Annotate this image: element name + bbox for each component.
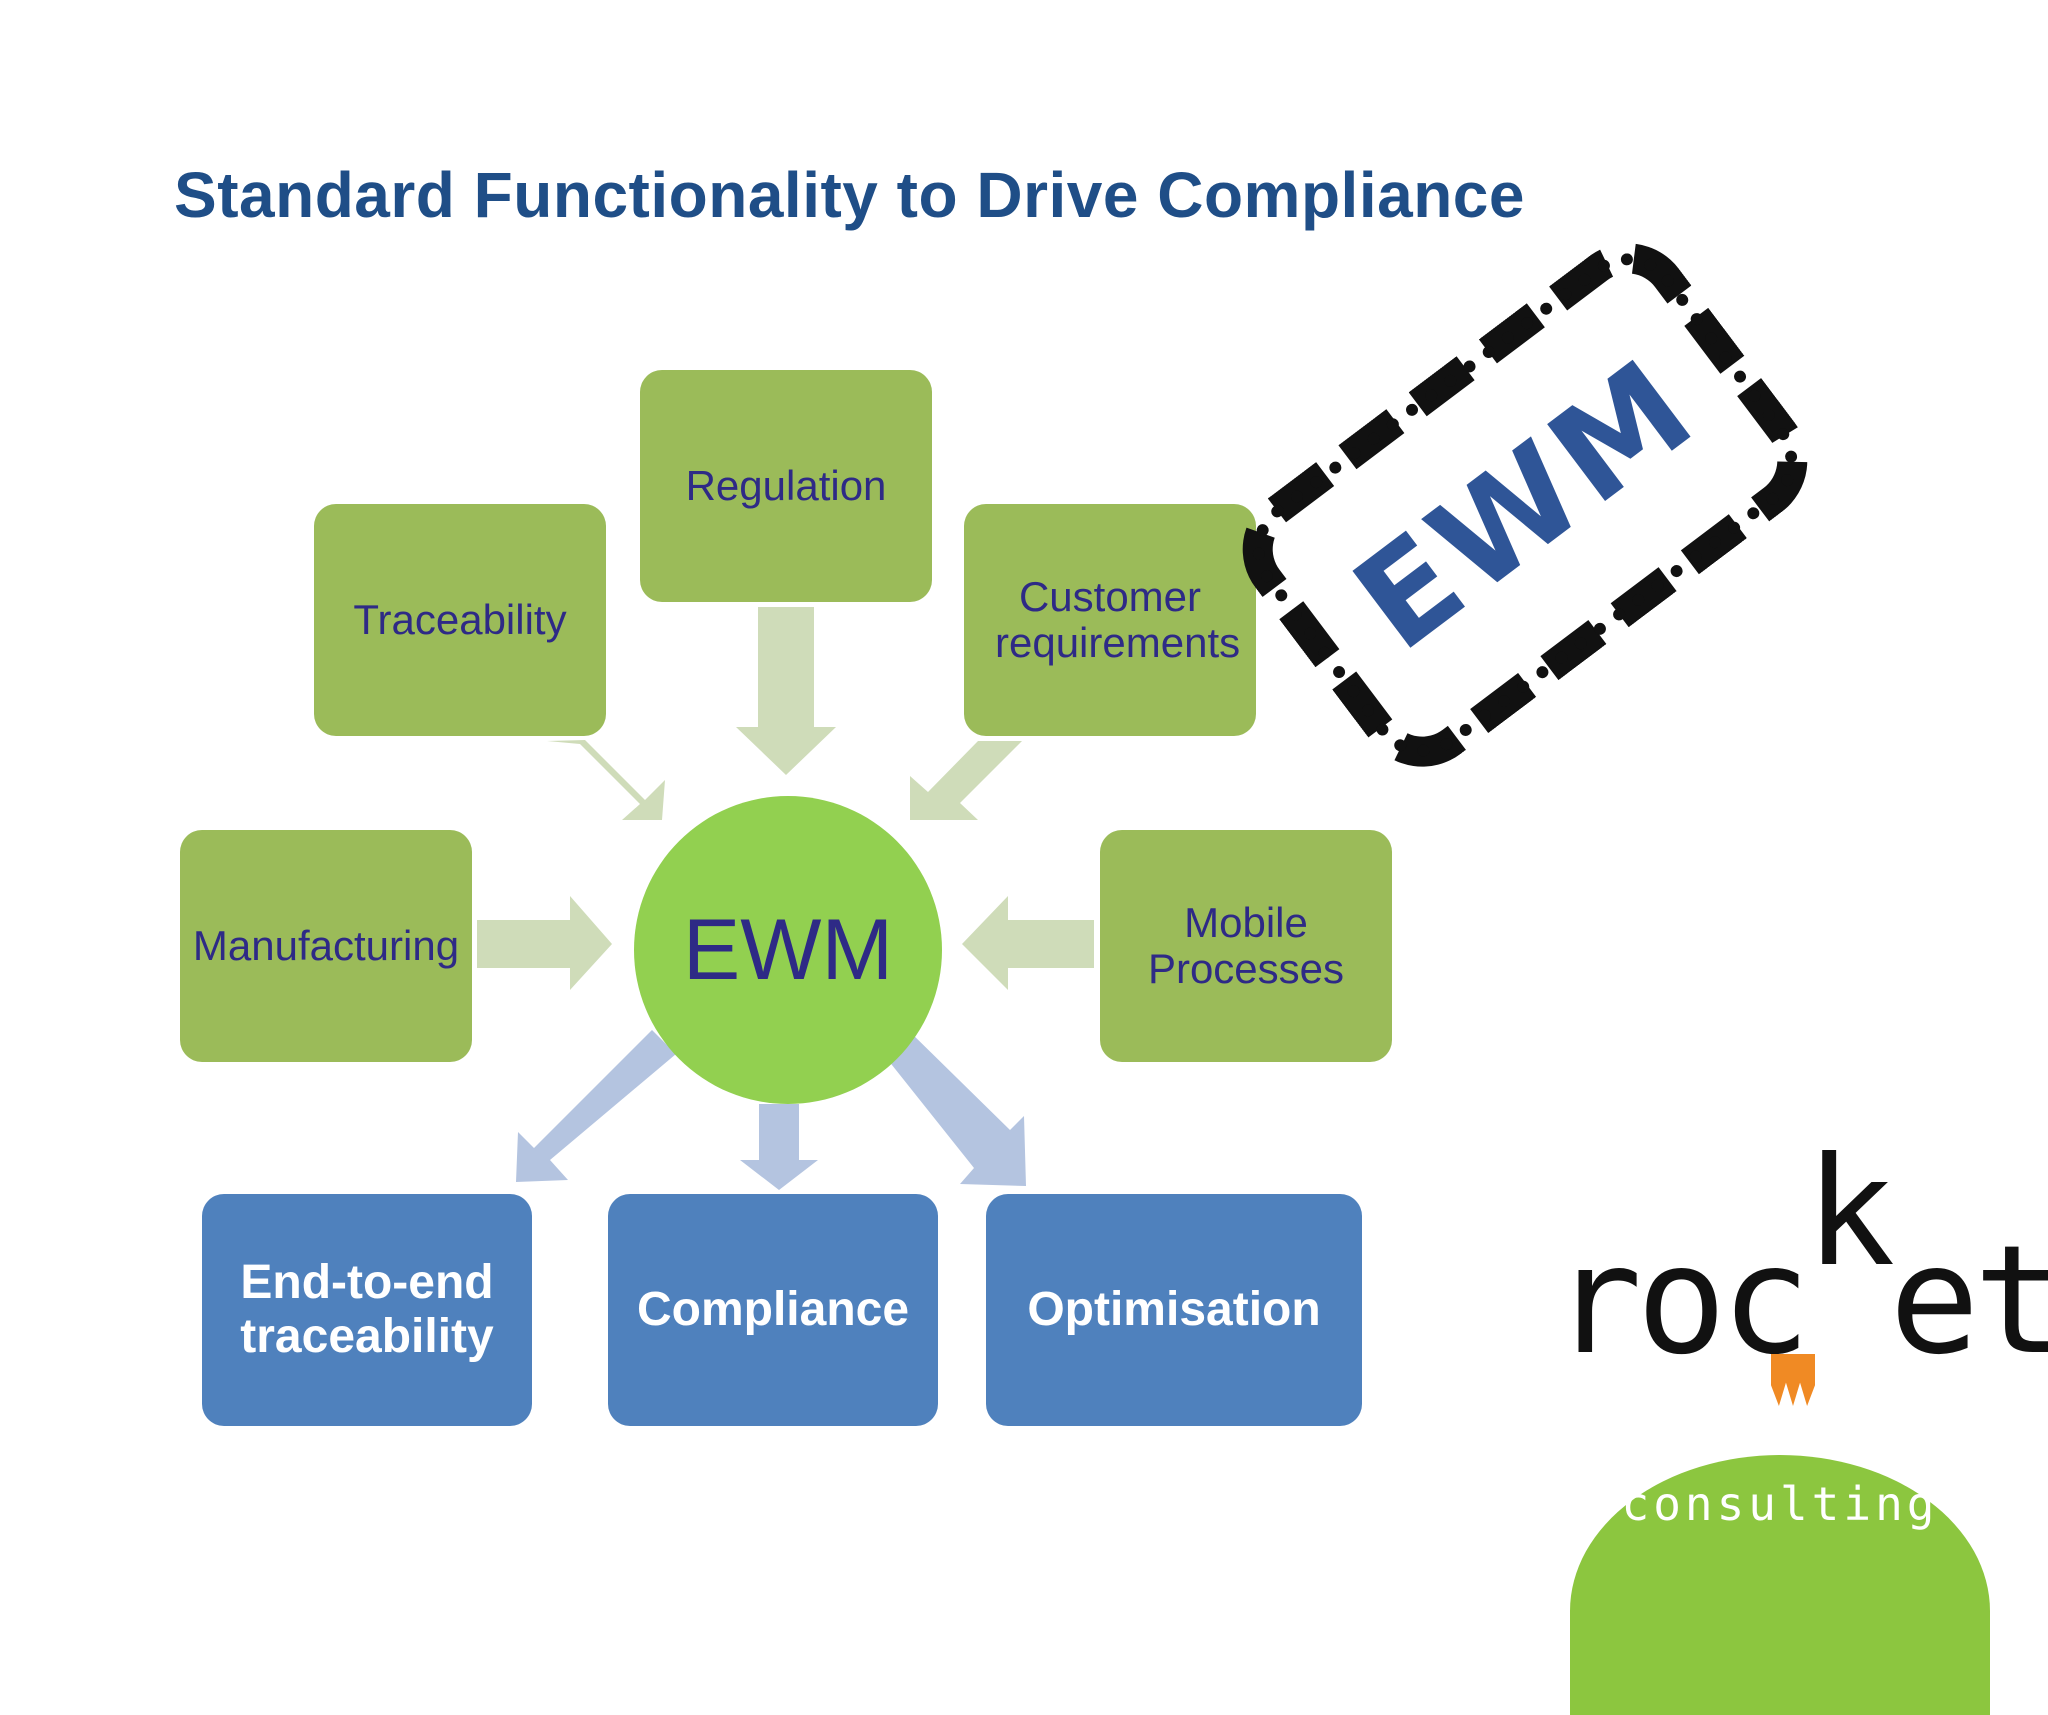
arrow-ewm-to-optimisation: [880, 1026, 1026, 1186]
box-customer-requirements: Customer requirements: [964, 504, 1256, 736]
box-manufacturing-label: Manufacturing: [192, 922, 460, 969]
box-optimisation: Optimisation: [986, 1194, 1362, 1426]
box-compliance: Compliance: [608, 1194, 938, 1426]
box-end-to-end-traceability-label: End-to-end traceability: [240, 1256, 494, 1363]
box-optimisation-label: Optimisation: [1027, 1283, 1321, 1336]
rocket-logo: rocket: [1552, 1138, 2048, 1376]
logo-word-end: et: [1889, 1214, 2048, 1388]
box-customer-requirements-label: Customer requirements: [995, 573, 1241, 666]
box-regulation: Regulation: [640, 370, 932, 602]
box-traceability: Traceability: [314, 504, 606, 736]
rocket-flame-icon: [1771, 1354, 1815, 1406]
center-ewm-label: EWM: [682, 901, 894, 998]
arrow-regulation-to-ewm: [736, 607, 836, 775]
box-manufacturing: Manufacturing: [180, 830, 472, 1062]
diagram-arrows: [477, 607, 1094, 1190]
logo-subtitle: consulting: [1621, 1477, 1939, 1531]
logo-green-arc: consulting: [1570, 1455, 1990, 1715]
box-mobile-processes: Mobile Processes: [1100, 830, 1392, 1062]
box-mobile-processes-label: Mobile Processes: [1147, 899, 1345, 992]
box-end-to-end-traceability: End-to-end traceability: [202, 1194, 532, 1426]
logo-word-start: roc: [1552, 1214, 1811, 1388]
page-title: Standard Functionality to Drive Complian…: [174, 159, 1525, 231]
center-ewm-circle: EWM: [634, 796, 942, 1104]
arrow-customer-to-ewm: [910, 741, 1022, 820]
box-traceability-label: Traceability: [353, 596, 567, 643]
box-compliance-label: Compliance: [636, 1283, 910, 1336]
arrow-mobile-to-ewm: [962, 896, 1094, 990]
box-regulation-label: Regulation: [685, 462, 887, 509]
arrow-ewm-to-traceability: [516, 1030, 676, 1182]
logo-letter-k: k: [1804, 1126, 1895, 1300]
arrow-ewm-to-compliance: [740, 1104, 818, 1190]
arrow-traceability-to-ewm: [547, 740, 665, 820]
arrow-manufacturing-to-ewm: [477, 896, 612, 990]
